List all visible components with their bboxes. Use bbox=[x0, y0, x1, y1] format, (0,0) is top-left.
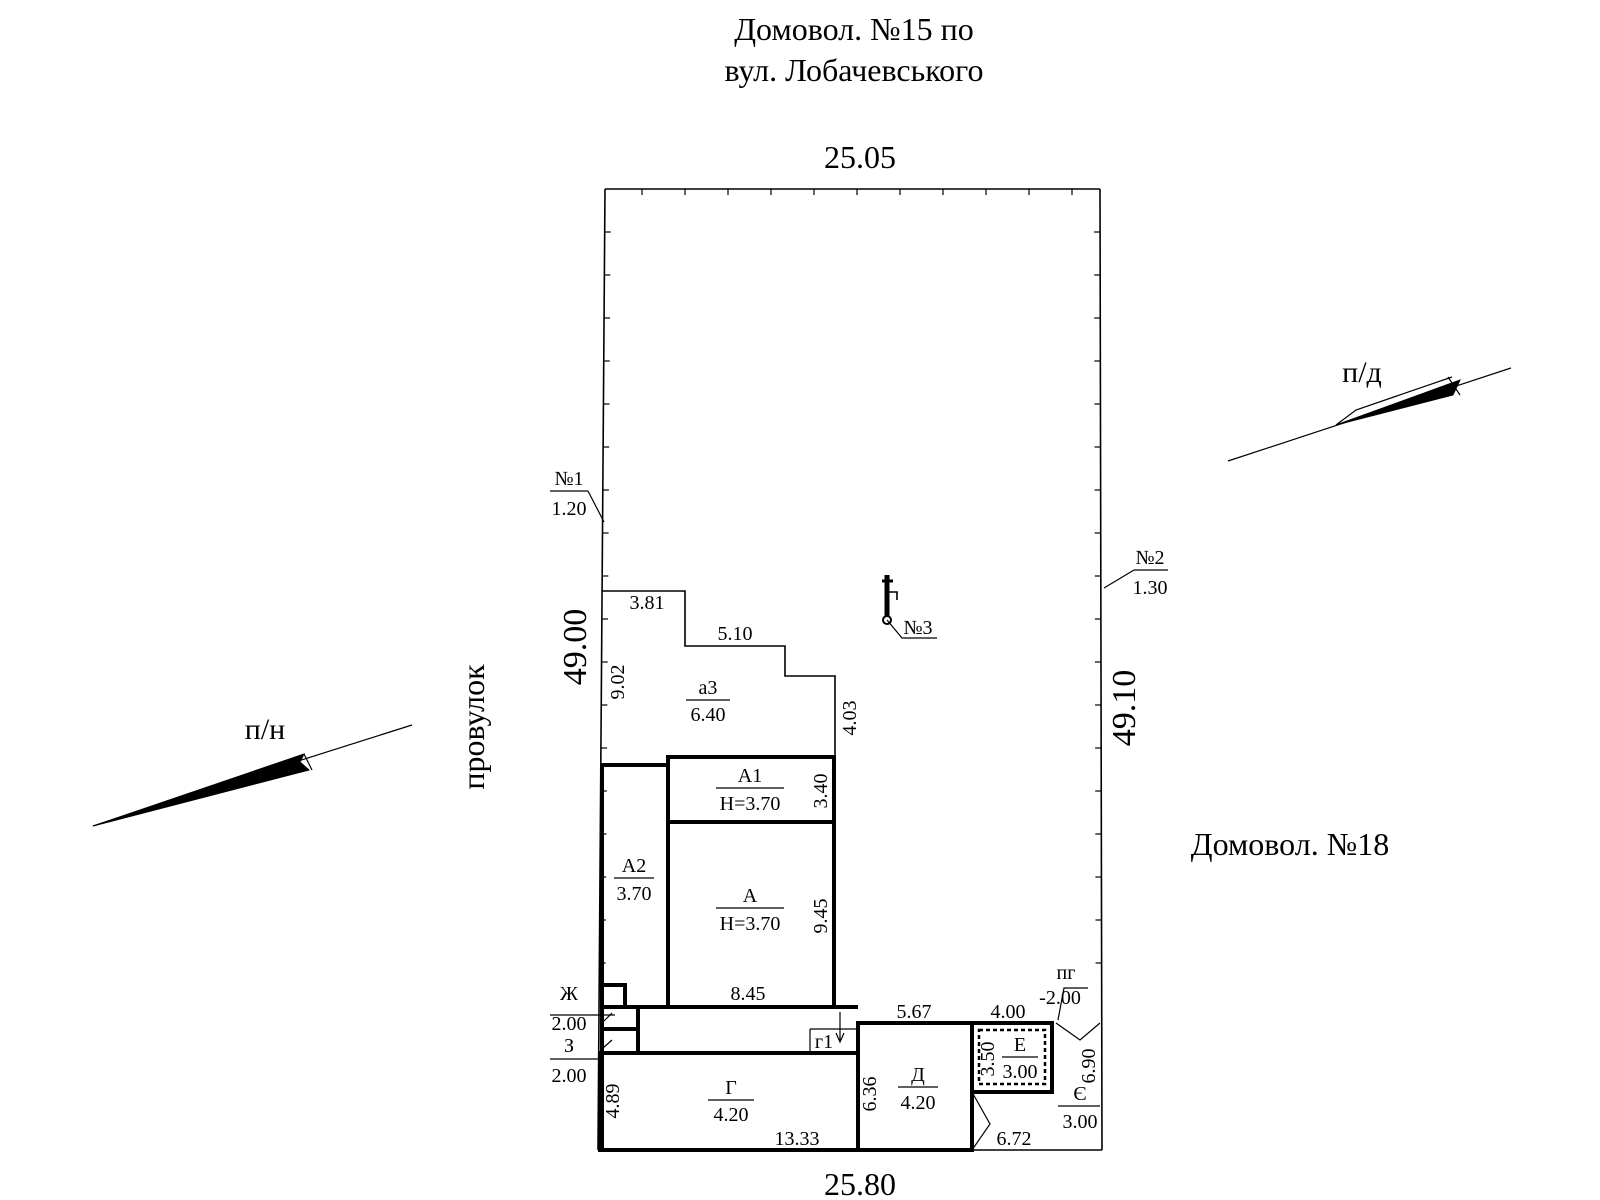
G-height: 4.20 bbox=[714, 1104, 749, 1126]
A1-height: Н=3.70 bbox=[720, 793, 781, 815]
yard-Ye-outline bbox=[971, 1022, 1101, 1151]
a3-dim-left: 9.02 bbox=[607, 665, 629, 700]
arrow-pd-label: п/д bbox=[1342, 356, 1382, 389]
Ye-dim-bottom: 6.72 bbox=[997, 1128, 1032, 1150]
a3-height: 6.40 bbox=[691, 704, 726, 726]
marker-2 bbox=[1103, 569, 1168, 589]
street-label: провулок bbox=[455, 664, 491, 790]
dim-right-boundary: 49.10 bbox=[1106, 670, 1143, 747]
neighbor-right-label: Домовол. №18 bbox=[1191, 826, 1389, 862]
A1-name: А1 bbox=[738, 765, 762, 787]
G-name: Г bbox=[725, 1077, 737, 1099]
a3-name: а3 bbox=[699, 677, 718, 699]
Ye-name: Є bbox=[1073, 1083, 1086, 1105]
D-name: Д bbox=[911, 1064, 925, 1086]
dim-left-boundary: 49.00 bbox=[557, 609, 594, 686]
fence-ticks bbox=[599, 189, 1102, 964]
pg-value: -2.00 bbox=[1039, 987, 1081, 1009]
arrow-pd-icon bbox=[1227, 367, 1512, 462]
A-dim-bottom: 8.45 bbox=[731, 983, 766, 1005]
A1-dim: 3.40 bbox=[810, 774, 832, 809]
G-dim-bottom: 13.33 bbox=[775, 1128, 820, 1150]
A-height: Н=3.70 bbox=[720, 913, 781, 935]
D-dim-top: 5.67 bbox=[897, 1001, 932, 1023]
well-icon bbox=[882, 575, 937, 639]
Ye-height: 3.00 bbox=[1063, 1111, 1098, 1133]
Ye-dim-side: 6.90 bbox=[1078, 1049, 1100, 1084]
marker-1-number: №1 bbox=[554, 468, 583, 490]
marker-2-number: №2 bbox=[1135, 547, 1164, 569]
Zh-name: Ж bbox=[560, 983, 578, 1005]
E-dim-side: 3.50 bbox=[977, 1042, 999, 1077]
a3-dim-right: 4.03 bbox=[839, 701, 861, 736]
E-name: Е bbox=[1014, 1034, 1026, 1056]
A-dim-side: 9.45 bbox=[810, 899, 832, 934]
a3-dim-top: 3.81 bbox=[630, 592, 665, 614]
neighbor-top-label-line2: вул. Лобачевського bbox=[725, 52, 984, 88]
dim-top-boundary: 25.05 bbox=[824, 139, 896, 175]
building-E bbox=[970, 1021, 1054, 1094]
building-E-dashed bbox=[977, 1028, 1047, 1086]
arrow-pn-label: п/н bbox=[245, 713, 285, 746]
D-dim-side: 6.36 bbox=[859, 1077, 881, 1112]
pg-name: пг bbox=[1057, 962, 1076, 984]
Z-value: 2.00 bbox=[552, 1065, 587, 1087]
terrace-a3-outline bbox=[602, 590, 836, 755]
G-dim-side: 4.89 bbox=[602, 1084, 624, 1119]
marker-2-value: 1.30 bbox=[1133, 577, 1168, 599]
pit-marker bbox=[1057, 987, 1088, 1021]
E-dim-top: 4.00 bbox=[991, 1001, 1026, 1023]
marker-3-number: №3 bbox=[903, 617, 932, 639]
Zh-value: 2.00 bbox=[552, 1013, 587, 1035]
a3-dim-mid: 5.10 bbox=[718, 623, 753, 645]
A2-name: А2 bbox=[622, 855, 646, 877]
Z-name: З bbox=[564, 1035, 574, 1057]
E-height: 3.00 bbox=[1003, 1061, 1038, 1083]
arrow-pn-icon bbox=[92, 724, 413, 827]
dim-bottom-boundary: 25.80 bbox=[824, 1166, 896, 1200]
g1-name: г1 bbox=[815, 1031, 833, 1053]
A2-height: 3.70 bbox=[617, 883, 652, 905]
marker-1 bbox=[550, 490, 605, 523]
arrow-down-icon bbox=[835, 1012, 845, 1044]
A-name: А bbox=[743, 885, 758, 907]
neighbor-top-label-line1: Домовол. №15 по bbox=[734, 11, 974, 47]
marker-1-value: 1.20 bbox=[552, 498, 587, 520]
D-height: 4.20 bbox=[901, 1092, 936, 1114]
